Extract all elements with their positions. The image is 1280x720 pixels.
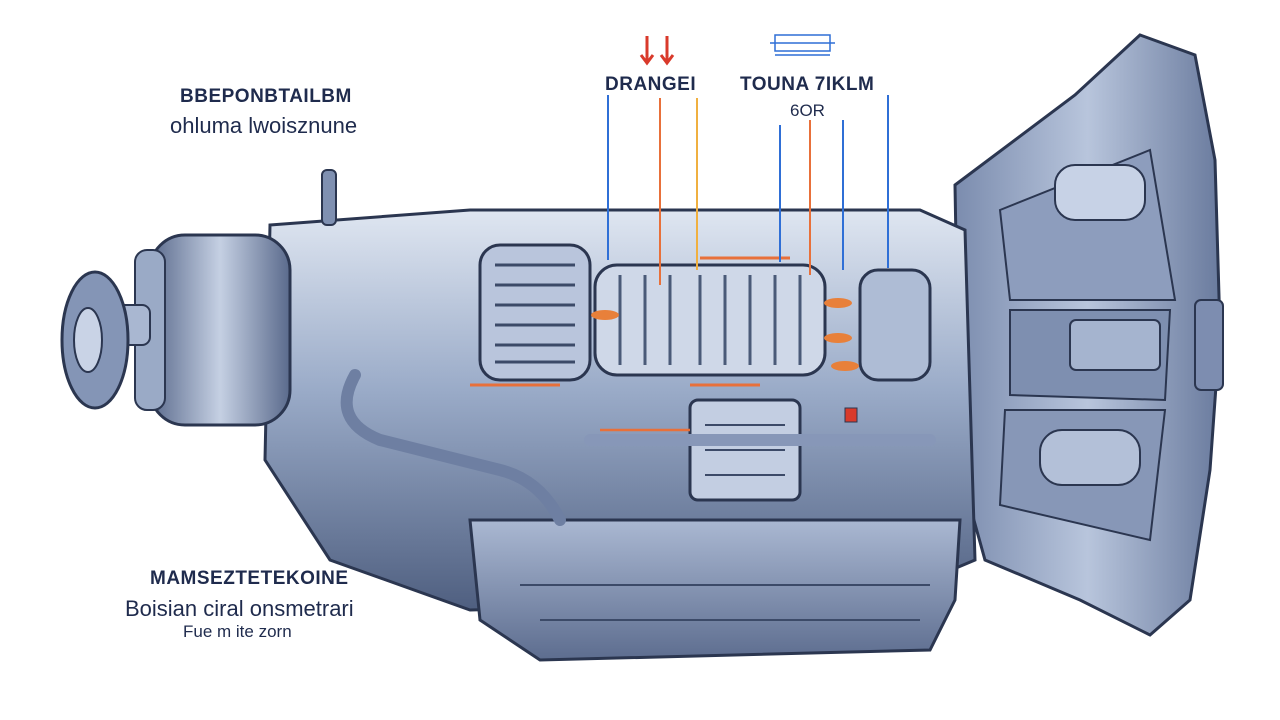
top-left-subtitle: ohluma lwoisznune [170, 113, 358, 138]
planetary-gear [858, 268, 932, 382]
callout-right-sublabel: 6OR [790, 101, 825, 120]
bell-housing-port [1039, 429, 1141, 486]
cooler-pipe [340, 369, 566, 526]
oil-pan [468, 518, 962, 662]
front-housing [148, 233, 292, 427]
bell-housing-bolt [1054, 164, 1146, 221]
callout-left-label: DRANGEI [605, 74, 697, 95]
bottom-left-subtitle: Boisian ciral onsmetrari [125, 596, 354, 621]
down-arrows-icon [639, 36, 675, 66]
vent-post [321, 169, 337, 226]
flow-marker [831, 361, 859, 371]
bell-flange [1194, 299, 1224, 391]
sensor-red [844, 407, 858, 423]
top-left-title: BBEPONBTAILBM [180, 86, 352, 107]
bell-housing-port [1069, 319, 1161, 371]
input-flange-hub [73, 307, 103, 373]
bottom-left-note: Fue m ite zorn [183, 622, 292, 641]
gear-drum [593, 263, 827, 377]
flow-marker [824, 333, 852, 343]
flow-marker [824, 298, 852, 308]
bracket-icon [770, 34, 835, 56]
flow-marker [591, 310, 619, 320]
callout-right-label: TOUNA 7IKLM [740, 74, 875, 95]
bottom-left-title: MAMSEZTETEKOINE [150, 568, 349, 589]
fin-block [478, 243, 592, 382]
